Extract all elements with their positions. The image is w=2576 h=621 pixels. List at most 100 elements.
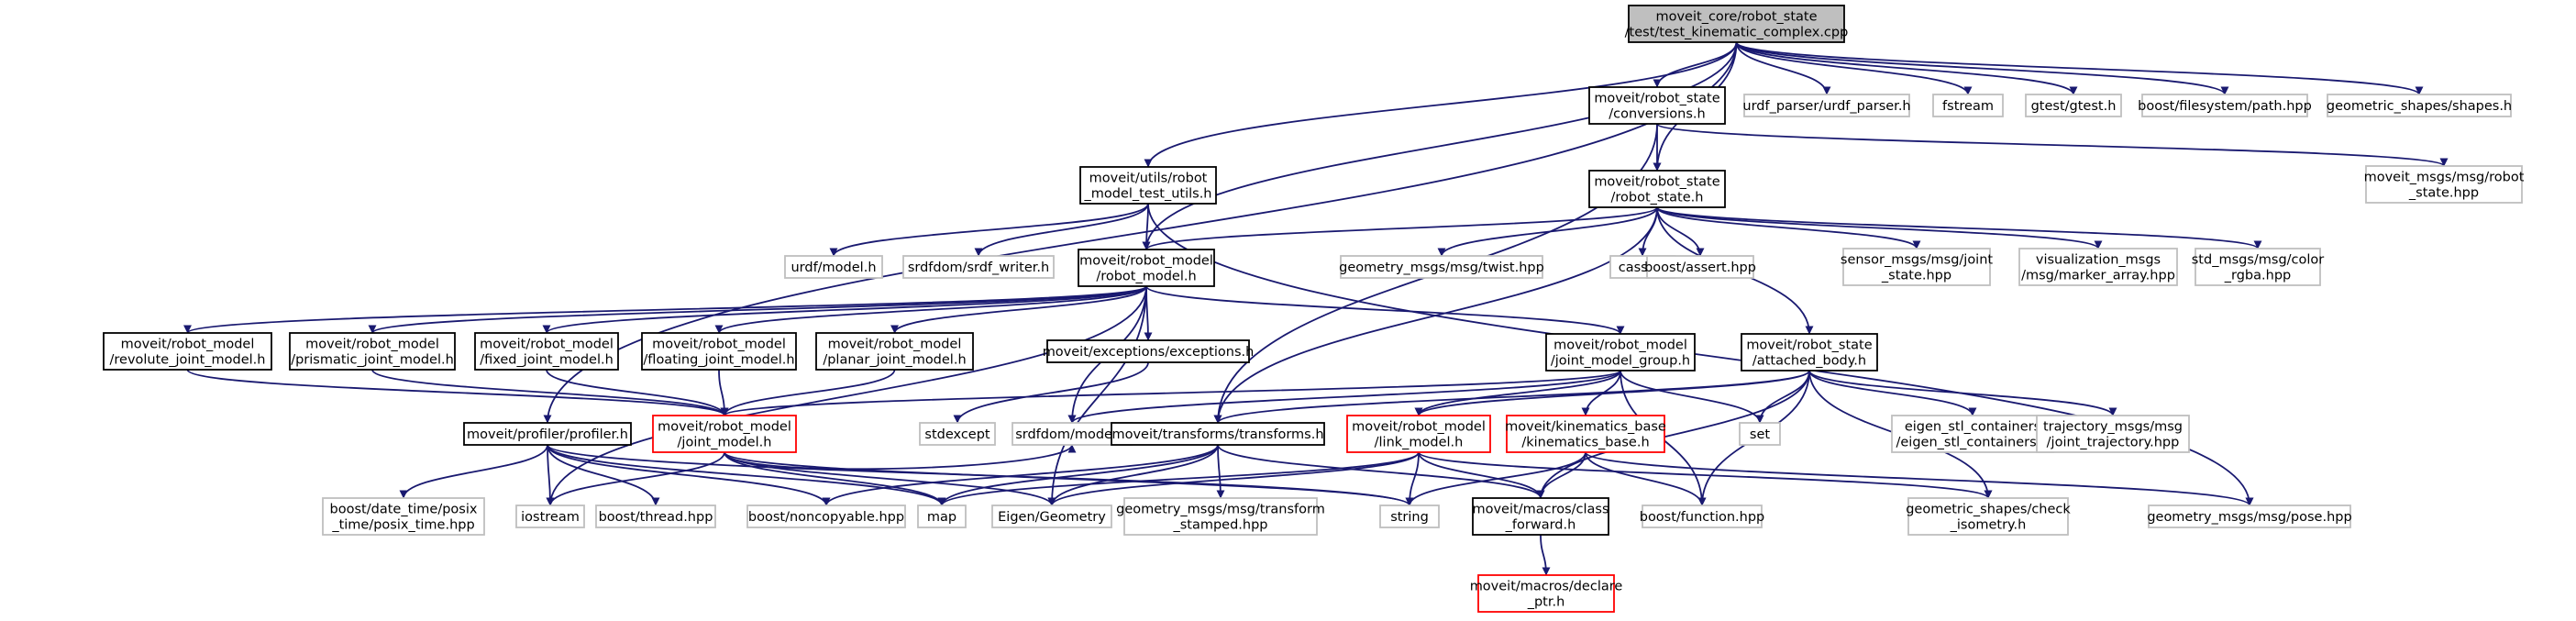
node-transforms[interactable]: moveit/transforms/transforms.h bbox=[1111, 422, 1325, 446]
node-iostream[interactable]: iostream bbox=[515, 505, 585, 528]
node-label: /kinematics_base.h bbox=[1521, 436, 1649, 450]
node-gtest[interactable]: gtest/gtest.h bbox=[2025, 94, 2122, 117]
node-jointstate[interactable]: sensor_msgs/msg/joint_state.hpp bbox=[1841, 248, 1994, 286]
node-markerarray[interactable]: visualization_msgs/msg/marker_array.hpp bbox=[2018, 248, 2178, 286]
edge-attached-to-trajectory bbox=[1808, 370, 2117, 416]
edge-jmg-to-linkmodel bbox=[1414, 370, 1621, 416]
edge-root-to-geoshapes bbox=[1735, 41, 2424, 95]
node-revolute[interactable]: moveit/robot_model/revolute_joint_model.… bbox=[103, 332, 272, 371]
edge-prismatic-to-jointmodel bbox=[371, 369, 729, 416]
node-jmg[interactable]: moveit/robot_model/joint_model_group.h bbox=[1545, 333, 1696, 371]
node-declareptr[interactable]: moveit/macros/declare_ptr.h bbox=[1470, 574, 1623, 613]
edge-transforms-to-classforward bbox=[1217, 444, 1545, 499]
node-planar[interactable]: moveit/robot_model/planar_joint_model.h bbox=[815, 332, 974, 371]
node-kinbase[interactable]: moveit/kinematics_base/kinematics_base.h bbox=[1505, 415, 1666, 453]
node-noncopyable[interactable]: boost/noncopyable.hpp bbox=[746, 505, 906, 528]
node-urdfparser[interactable]: urdf_parser/urdf_parser.h bbox=[1742, 94, 1911, 117]
node-label: /attached_body.h bbox=[1752, 354, 1866, 369]
node-label: /planar_joint_model.h bbox=[823, 353, 966, 368]
node-srdfwriter[interactable]: srdfdom/srdf_writer.h bbox=[902, 255, 1055, 279]
node-boostassert[interactable]: boost/assert.hpp bbox=[1644, 255, 1756, 279]
node-eigengeom[interactable]: Eigen/Geometry bbox=[991, 505, 1112, 528]
node-label: geometry_msgs/msg/twist.hpp bbox=[1339, 261, 1544, 275]
node-label: /eigen_stl_containers.h bbox=[1896, 436, 2050, 450]
node-label: geometry_msgs/msg/transform bbox=[1116, 503, 1325, 517]
node-box bbox=[1739, 422, 1781, 446]
node-linkmodel[interactable]: moveit/robot_model/link_model.h bbox=[1346, 415, 1491, 453]
node-utils[interactable]: moveit/utils/robot_model_test_utils.h bbox=[1079, 166, 1217, 205]
node-exceptions[interactable]: moveit/exceptions/exceptions.h bbox=[1043, 339, 1255, 363]
edge-linkmodel-to-classforward bbox=[1418, 451, 1545, 499]
node-urdfmodel[interactable]: urdf/model.h bbox=[784, 255, 883, 279]
node-box bbox=[1472, 497, 1609, 536]
node-robotstate[interactable]: moveit/robot_state/robot_state.h bbox=[1588, 170, 1726, 208]
node-box bbox=[2327, 94, 2512, 117]
node-jointmodel[interactable]: moveit/robot_model/joint_model.h bbox=[652, 415, 797, 453]
node-box bbox=[2025, 94, 2122, 117]
node-label: urdf/model.h bbox=[790, 261, 876, 275]
node-colorrgba[interactable]: std_msgs/msg/color_rgba.hpp bbox=[2192, 248, 2325, 286]
node-msgrobotstate[interactable]: moveit_msgs/msg/robot_state.hpp bbox=[2364, 165, 2525, 204]
node-profiler[interactable]: moveit/profiler/profiler.h bbox=[463, 422, 632, 446]
node-label: _model_test_utils.h bbox=[1083, 187, 1211, 202]
node-label: geometric_shapes/shapes.h bbox=[2327, 99, 2512, 114]
node-twist[interactable]: geometry_msgs/msg/twist.hpp bbox=[1339, 255, 1544, 279]
node-fstream[interactable]: fstream bbox=[1932, 94, 2004, 117]
node-conversions[interactable]: moveit/robot_state/conversions.h bbox=[1588, 86, 1726, 125]
node-root[interactable]: moveit_core/robot_state/test/test_kinema… bbox=[1625, 5, 1849, 43]
node-eigenstl[interactable]: eigen_stl_containers/eigen_stl_container… bbox=[1891, 415, 2054, 453]
node-label: boost/date_time/posix bbox=[330, 503, 478, 517]
node-box bbox=[1123, 497, 1318, 536]
edge-jointmodel-to-eigengeom bbox=[724, 451, 1056, 506]
node-label: _ptr.h bbox=[1527, 595, 1565, 610]
node-srdfmodel[interactable]: srdfdom/model.h bbox=[1012, 422, 1133, 446]
node-box bbox=[103, 332, 272, 371]
edge-attached-to-transforms bbox=[1213, 370, 1810, 424]
node-boostfunction[interactable]: boost/function.hpp bbox=[1640, 505, 1765, 528]
node-label: boost/thread.hpp bbox=[599, 510, 713, 525]
node-attached[interactable]: moveit/robot_state/attached_body.h bbox=[1741, 333, 1878, 371]
node-map[interactable]: map bbox=[917, 505, 967, 528]
node-posixtime[interactable]: boost/date_time/posix_time/posix_time.hp… bbox=[322, 497, 485, 536]
edge-robotmodel-to-iostream bbox=[546, 285, 1147, 506]
node-prismatic[interactable]: moveit/robot_model/prismatic_joint_model… bbox=[289, 332, 456, 371]
edge-robotmodel-to-fixed bbox=[542, 285, 1147, 334]
node-stdexcept[interactable]: stdexcept bbox=[919, 422, 996, 446]
node-fixed[interactable]: moveit/robot_model/fixed_joint_model.h bbox=[474, 332, 619, 371]
node-label: /conversions.h bbox=[1609, 107, 1705, 122]
node-checkisometry[interactable]: geometric_shapes/check_isometry.h bbox=[1906, 497, 2071, 536]
node-label: moveit/robot_state bbox=[1746, 338, 1872, 353]
edge-jmg-to-set bbox=[1620, 370, 1764, 424]
node-label: /msg/marker_array.hpp bbox=[2021, 269, 2175, 283]
node-trajectory[interactable]: trajectory_msgs/msg/joint_trajectory.hpp bbox=[2036, 415, 2190, 453]
node-robotmodel[interactable]: moveit/robot_model/robot_model.h bbox=[1078, 249, 1215, 287]
node-label: /fixed_joint_model.h bbox=[480, 353, 614, 368]
edge-robotstate-to-twist bbox=[1437, 206, 1658, 257]
node-boostthread[interactable]: boost/thread.hpp bbox=[595, 505, 716, 528]
node-floating[interactable]: moveit/robot_model/floating_joint_model.… bbox=[641, 332, 797, 371]
node-label: /robot_model.h bbox=[1096, 270, 1196, 284]
node-boostfs[interactable]: boost/filesystem/path.hpp bbox=[2138, 94, 2312, 117]
node-transformstamped[interactable]: geometry_msgs/msg/transform_stamped.hpp bbox=[1116, 497, 1325, 536]
node-box bbox=[463, 422, 632, 446]
node-label: geometry_msgs/msg/pose.hpp bbox=[2147, 510, 2351, 525]
node-label: moveit/transforms/transforms.h bbox=[1111, 427, 1323, 442]
node-classforward[interactable]: moveit/macros/class_forward.h bbox=[1472, 497, 1609, 536]
edge-attached-to-eigenstl bbox=[1808, 370, 1977, 416]
node-box bbox=[515, 505, 585, 528]
node-geoshapes[interactable]: geometric_shapes/shapes.h bbox=[2327, 94, 2512, 117]
node-label: boost/function.hpp bbox=[1640, 510, 1765, 525]
node-layer: moveit_core/robot_state/test/test_kinema… bbox=[103, 5, 2525, 613]
node-string[interactable]: string bbox=[1379, 505, 1440, 528]
node-label: moveit/robot_model bbox=[305, 338, 439, 352]
node-set[interactable]: set bbox=[1739, 422, 1781, 446]
node-box bbox=[1111, 422, 1325, 446]
edge-jmg-to-srdfmodel bbox=[1067, 370, 1621, 424]
edge-jointmodel-to-iostream bbox=[546, 451, 725, 506]
node-label: moveit/robot_model bbox=[121, 338, 255, 352]
node-label: _forward.h bbox=[1505, 518, 1576, 533]
node-pose[interactable]: geometry_msgs/msg/pose.hpp bbox=[2147, 505, 2352, 528]
edge-utils-to-urdfmodel bbox=[829, 203, 1149, 257]
edge-exceptions-to-stdexcept bbox=[953, 361, 1149, 424]
edge-linkmodel-to-string bbox=[1405, 451, 1420, 506]
